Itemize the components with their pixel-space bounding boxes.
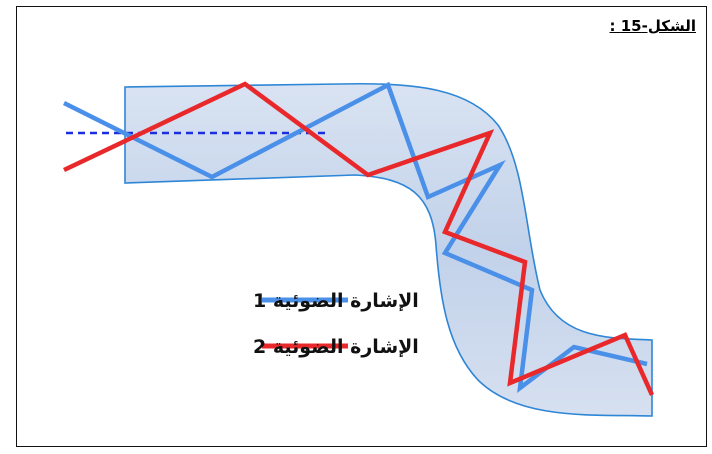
legend-label-2: الإشارة الضوئية 2 — [253, 336, 419, 358]
legend: الإشارة الضوئية 1 الإشارة الضوئية 2 — [253, 290, 419, 358]
optical-fiber — [124, 82, 653, 417]
light-ray-2 — [63, 81, 655, 396]
figure-caption: الشكل-15 : — [609, 17, 696, 35]
legend-label-1: الإشارة الضوئية 1 — [253, 290, 419, 312]
